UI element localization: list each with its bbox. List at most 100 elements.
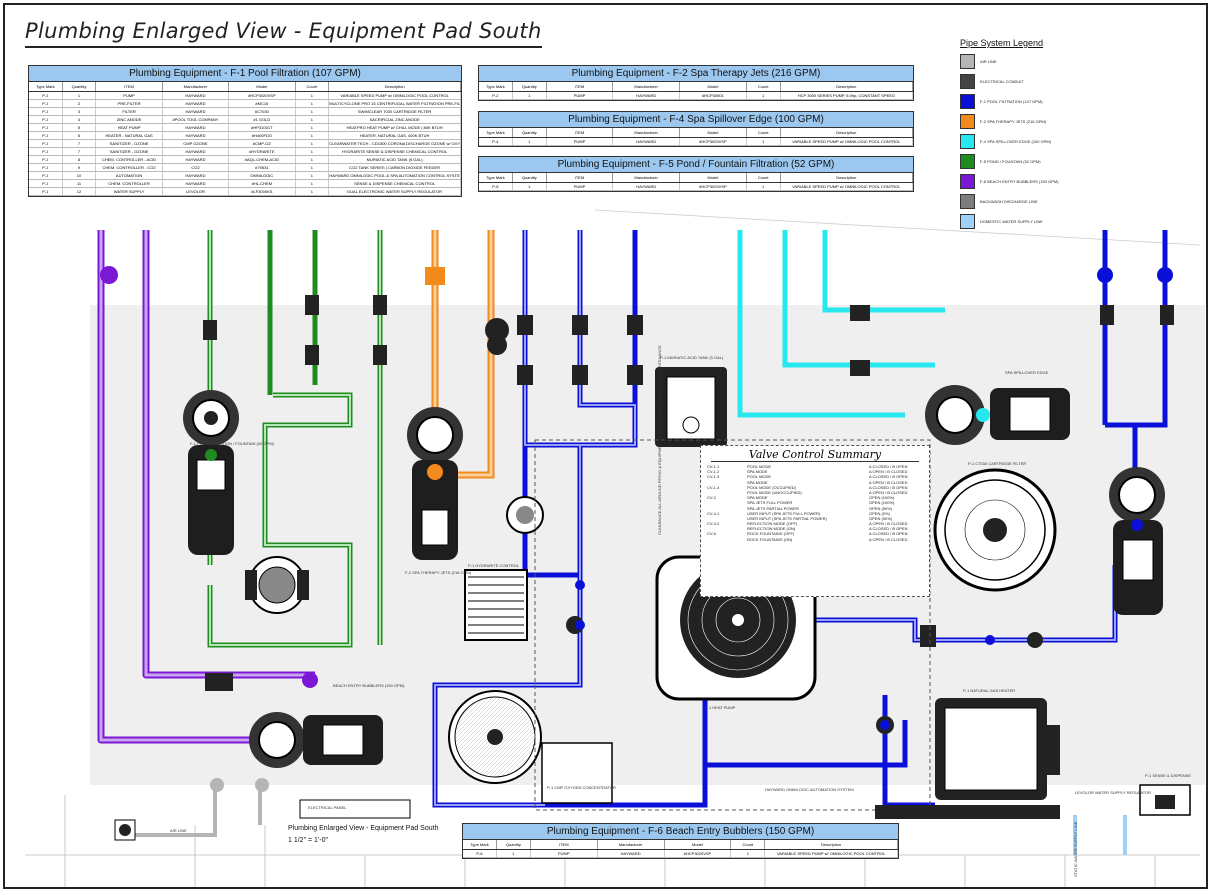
legend-item: ELECTRICAL CONDUIT xyxy=(960,73,1070,90)
valve-cell: CV-4.1 xyxy=(707,510,720,516)
table-cell: PUMP xyxy=(531,850,598,857)
legend-swatch xyxy=(960,194,975,209)
equipment-table-f6: Plumbing Equipment - F-6 Beach Entry Bub… xyxy=(462,823,899,859)
legend-item: AIR LINE xyxy=(960,53,1070,70)
table-cell: P-1 xyxy=(29,108,63,115)
valve-cell: A OPEN / B CLOSED xyxy=(869,479,908,485)
table-cell: CHEM. CONTROLLER xyxy=(96,180,163,187)
valve-cell: OPEN (50%) xyxy=(869,515,893,521)
table-cell: VARIABLE SPEED PUMP w/ OMNILOGIC POOL CO… xyxy=(781,183,913,190)
legend-label: AIR LINE xyxy=(980,59,997,64)
valve-cell: POOL MODE xyxy=(747,474,772,480)
table-cell: P-4 xyxy=(479,138,513,145)
table-cell: VARIABLE SPEED PUMP w/ OMNILOGIC POOL CO… xyxy=(765,850,898,857)
valve-cell xyxy=(701,537,747,542)
table-cell: P-1 xyxy=(29,172,63,179)
ozone-label: P-1 CMP OXYGEN CONCENTRATOR xyxy=(547,785,616,790)
table-cell: ZINC ANODE xyxy=(96,116,163,123)
column-header: ITEM xyxy=(547,173,614,182)
pump-p1 xyxy=(183,390,239,555)
table-cell: HAYWARD xyxy=(163,108,230,115)
table-cell: 1 xyxy=(513,183,547,190)
table-cell: #MC15 xyxy=(229,100,296,107)
table-cell: HCP 3000 SERIES PUMP, 5.0hp, CONSTANT SP… xyxy=(781,92,913,99)
column-header: Quantity xyxy=(513,82,547,91)
column-header: Model xyxy=(680,173,747,182)
valve-cell: REFLECTION MODE (OFF) xyxy=(747,521,798,527)
pre-filter xyxy=(245,556,309,614)
table-cell: HAYWARD OMNILOGIC POOL & SPA AUTOMATION … xyxy=(329,172,461,179)
acid-tank xyxy=(655,367,727,447)
pump-p4 xyxy=(925,385,1070,445)
table-cell: 1 xyxy=(296,148,330,155)
table-cell: 1 xyxy=(296,132,330,139)
legend-item: F-4 SPA SPILLOVER EDGE (100 GPM) xyxy=(960,133,1070,150)
beach-label: BEACH ENTRY BUBBLERS (150 GPM) xyxy=(333,683,405,688)
column-header: Type Mark xyxy=(479,82,513,91)
table-cell: P-1 xyxy=(29,116,63,123)
legend-swatch xyxy=(960,94,975,109)
gas-heater-label: P-1 NATURAL GAS HEATER xyxy=(963,688,1016,693)
table-cell: #HYDRARITE xyxy=(229,148,296,155)
table-cell: VARIABLE SPEED PUMP w/ OMNILOGIC POOL CO… xyxy=(781,138,913,145)
table-cell: 1 xyxy=(296,188,330,195)
valve-cell: OPEN (0%) xyxy=(869,510,890,516)
spillover-label: SPA SPILLOVER EDGE xyxy=(1005,370,1049,375)
valve-cell: CV-2 xyxy=(707,495,716,501)
valve-cell: CV-6 xyxy=(707,531,716,537)
table-cell: 8 xyxy=(63,156,97,163)
ozone-concentrator xyxy=(541,742,613,804)
legend-item: F-1 POOL FILTRATION (107 GPM) xyxy=(960,93,1070,110)
column-header: Type Mark xyxy=(479,173,513,182)
table-cell: #H400FDO xyxy=(229,132,296,139)
table-cell: HAYWARD xyxy=(163,100,230,107)
valve-cell: SPA MODE xyxy=(747,495,768,501)
table-title: Plumbing Equipment - F-1 Pool Filtration… xyxy=(29,66,461,82)
legend-swatch xyxy=(960,54,975,69)
column-header: Description xyxy=(329,82,461,91)
table-cell: 5 xyxy=(63,124,97,131)
caption-scale: 1 1/2" = 1'-0" xyxy=(288,837,328,844)
legend-swatch xyxy=(960,154,975,169)
legend-swatch xyxy=(960,74,975,89)
table-cell: WATER SUPPLY xyxy=(96,188,163,195)
table-cell: OMNILOGIC xyxy=(229,172,296,179)
column-header: Quantity xyxy=(497,840,531,849)
column-header: Manufacturer xyxy=(598,840,665,849)
table-cell: HEATER - NATURAL GAS xyxy=(96,132,163,139)
column-header: Description xyxy=(781,173,913,182)
table-cell: P-5 xyxy=(479,183,513,190)
table-cell: HYDRARITE SENSE & DISPENSE CHEMICAL CONT… xyxy=(329,148,461,155)
f6-valve xyxy=(302,672,318,688)
valve-cell: USER INPUT (SPA JETS PARTIAL POWER) xyxy=(747,515,827,521)
column-header: Description xyxy=(765,840,898,849)
air-blower xyxy=(114,819,136,841)
table-cell: P-2 xyxy=(479,92,513,99)
table-cell: AUTOMATION xyxy=(96,172,163,179)
column-header: Count xyxy=(747,128,781,137)
table-cell: P-1 xyxy=(29,164,63,171)
table-cell: 1 xyxy=(296,164,330,171)
valve-cell: A CLOSED / B OPEN xyxy=(869,484,908,490)
table-cell: CO2 xyxy=(163,164,230,171)
column-header: Description xyxy=(781,82,913,91)
table-cell: 1 xyxy=(296,156,330,163)
column-header: Quantity xyxy=(513,128,547,137)
valve-row: POOL MODE (UNOCCUPIED)A OPEN / B CLOSED xyxy=(701,490,929,495)
valve-cell: SPA MODE xyxy=(747,479,768,485)
valve-cell: OPEN (100%) xyxy=(869,500,895,506)
column-header: ITEM xyxy=(96,82,163,91)
table-cell: 2 xyxy=(63,100,97,107)
